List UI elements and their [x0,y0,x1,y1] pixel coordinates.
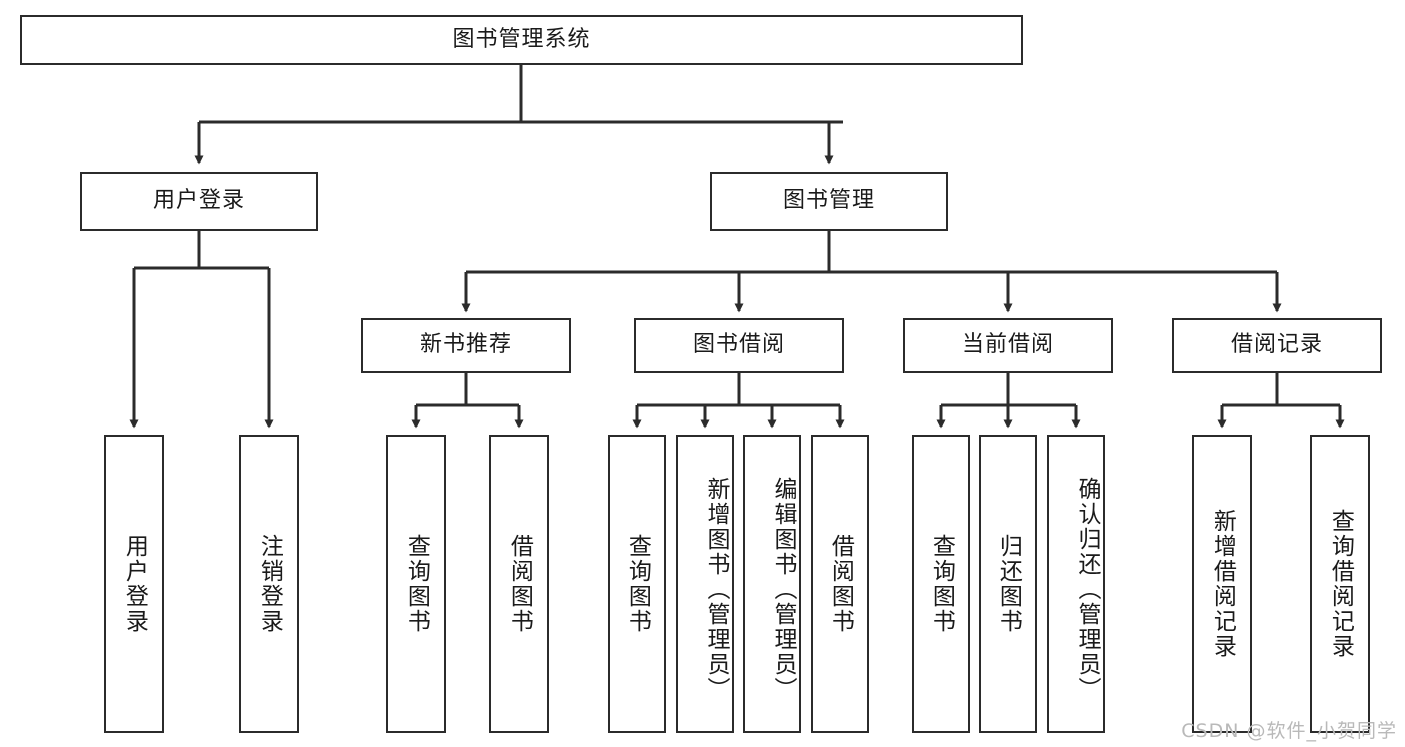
node-book-manage[interactable]: 图书管理 [710,172,948,231]
leaf-borrow-record-query[interactable]: 查询借阅记录 [1310,435,1370,733]
node-borrow-record[interactable]: 借阅记录 [1172,318,1382,373]
leaf-current-borrow-query[interactable]: 查询图书 [912,435,970,733]
leaf-book-borrow-query[interactable]: 查询图书 [608,435,666,733]
leaf-user-login-login[interactable]: 用户登录 [104,435,164,733]
node-user-login[interactable]: 用户登录 [80,172,318,231]
node-book-borrow[interactable]: 图书借阅 [634,318,844,373]
leaf-borrow-record-add[interactable]: 新增借阅记录 [1192,435,1252,733]
leaf-user-login-logout[interactable]: 注销登录 [239,435,299,733]
leaf-book-borrow-edit-admin[interactable]: 编辑图书（管理员） [743,435,801,733]
leaf-book-borrow-add-admin[interactable]: 新增图书（管理员） [676,435,734,733]
node-new-book-recommend[interactable]: 新书推荐 [361,318,571,373]
leaf-current-borrow-return[interactable]: 归还图书 [979,435,1037,733]
leaf-new-book-query[interactable]: 查询图书 [386,435,446,733]
node-root[interactable]: 图书管理系统 [20,15,1023,65]
leaf-new-book-borrow[interactable]: 借阅图书 [489,435,549,733]
node-current-borrow[interactable]: 当前借阅 [903,318,1113,373]
leaf-book-borrow-borrow[interactable]: 借阅图书 [811,435,869,733]
leaf-current-borrow-confirm-admin[interactable]: 确认归还（管理员） [1047,435,1105,733]
